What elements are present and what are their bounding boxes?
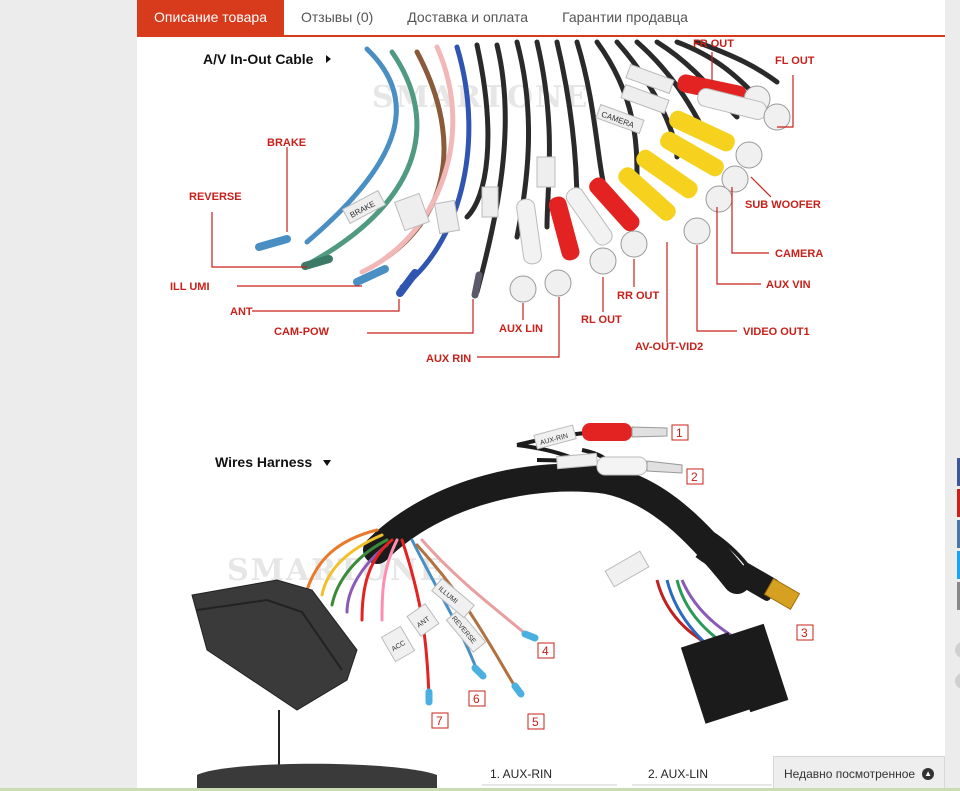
share-button-facebook[interactable] bbox=[957, 458, 960, 486]
watermark: SMARTONE bbox=[372, 80, 589, 115]
tab-description[interactable]: Описание товара bbox=[137, 0, 284, 35]
callout-6: 6 bbox=[473, 692, 480, 706]
av-cable-title: A/V In-Out Cable bbox=[203, 51, 314, 67]
label-fr-out: FR OUT bbox=[693, 38, 734, 50]
product-tabs: Описание товара Отзывы (0) Доставка и оп… bbox=[137, 0, 945, 37]
wire-tag-acc: ACC bbox=[380, 625, 416, 663]
label-brake: BRAKE bbox=[267, 137, 306, 149]
tab-reviews[interactable]: Отзывы (0) bbox=[300, 9, 374, 25]
label-camera: CAMERA bbox=[775, 248, 823, 260]
label-aux-lin: AUX LIN bbox=[499, 323, 543, 335]
bottom-bar bbox=[0, 788, 960, 791]
share-buttons bbox=[957, 458, 960, 613]
label-sub-woofer: SUB WOOFER bbox=[745, 199, 821, 211]
side-scroll-button[interactable] bbox=[955, 642, 960, 658]
tab-guarantee[interactable]: Гарантии продавца bbox=[562, 9, 688, 25]
wire-tag-brake: BRAKE bbox=[341, 189, 387, 225]
callout-5: 5 bbox=[532, 715, 539, 729]
recently-viewed-label: Недавно посмотренное bbox=[784, 767, 916, 781]
callout-4: 4 bbox=[542, 644, 549, 658]
chevron-up-icon: ▲ bbox=[922, 768, 935, 780]
table-cell-aux-rin: 1. AUX-RIN bbox=[490, 767, 552, 781]
label-rl-out: RL OUT bbox=[581, 314, 622, 326]
label-ill-umi: ILL UMI bbox=[170, 281, 210, 293]
label-aux-vin: AUX VIN bbox=[766, 279, 811, 291]
callout-3: 3 bbox=[801, 626, 808, 640]
label-fl-out: FL OUT bbox=[775, 55, 815, 67]
callout-7: 7 bbox=[436, 714, 443, 728]
label-aux-rin: AUX RIN bbox=[426, 353, 471, 365]
av-cable-diagram: SMARTONE A/V In-Out Cable bbox=[170, 38, 823, 365]
share-button-vk[interactable] bbox=[957, 520, 960, 548]
tab-delivery[interactable]: Доставка и оплата bbox=[407, 9, 529, 25]
recently-viewed-button[interactable]: Недавно посмотренное ▲ bbox=[773, 756, 945, 791]
callout-2: 2 bbox=[691, 470, 698, 484]
wires-harness-title: Wires Harness bbox=[215, 454, 312, 470]
share-button-more[interactable] bbox=[957, 582, 960, 610]
label-reverse: REVERSE bbox=[189, 191, 242, 203]
table-cell-aux-lin: 2. AUX-LIN bbox=[648, 767, 708, 781]
product-page: Описание товара Отзывы (0) Доставка и оп… bbox=[137, 0, 945, 791]
triangle-right-icon bbox=[326, 55, 331, 63]
label-av-out-vid2: AV-OUT-VID2 bbox=[635, 341, 703, 353]
label-cam-pow: CAM-POW bbox=[274, 326, 330, 338]
label-rr-out: RR OUT bbox=[617, 290, 659, 302]
triangle-down-icon bbox=[323, 460, 331, 466]
wire-tag-camera: CAMERA bbox=[595, 103, 645, 135]
share-button-twitter[interactable] bbox=[957, 551, 960, 579]
share-button-pinterest[interactable] bbox=[957, 489, 960, 517]
wire-tag-aux-rin: AUX-RIN bbox=[533, 424, 577, 450]
wire-tag-ant: ANT bbox=[406, 603, 440, 637]
callout-1: 1 bbox=[676, 426, 683, 440]
side-scroll-button[interactable] bbox=[955, 673, 960, 689]
label-ant: ANT bbox=[230, 306, 253, 318]
wires-harness-diagram: SMARTONE Wires Harness bbox=[191, 423, 814, 791]
label-video-out1: VIDEO OUT1 bbox=[743, 326, 810, 338]
